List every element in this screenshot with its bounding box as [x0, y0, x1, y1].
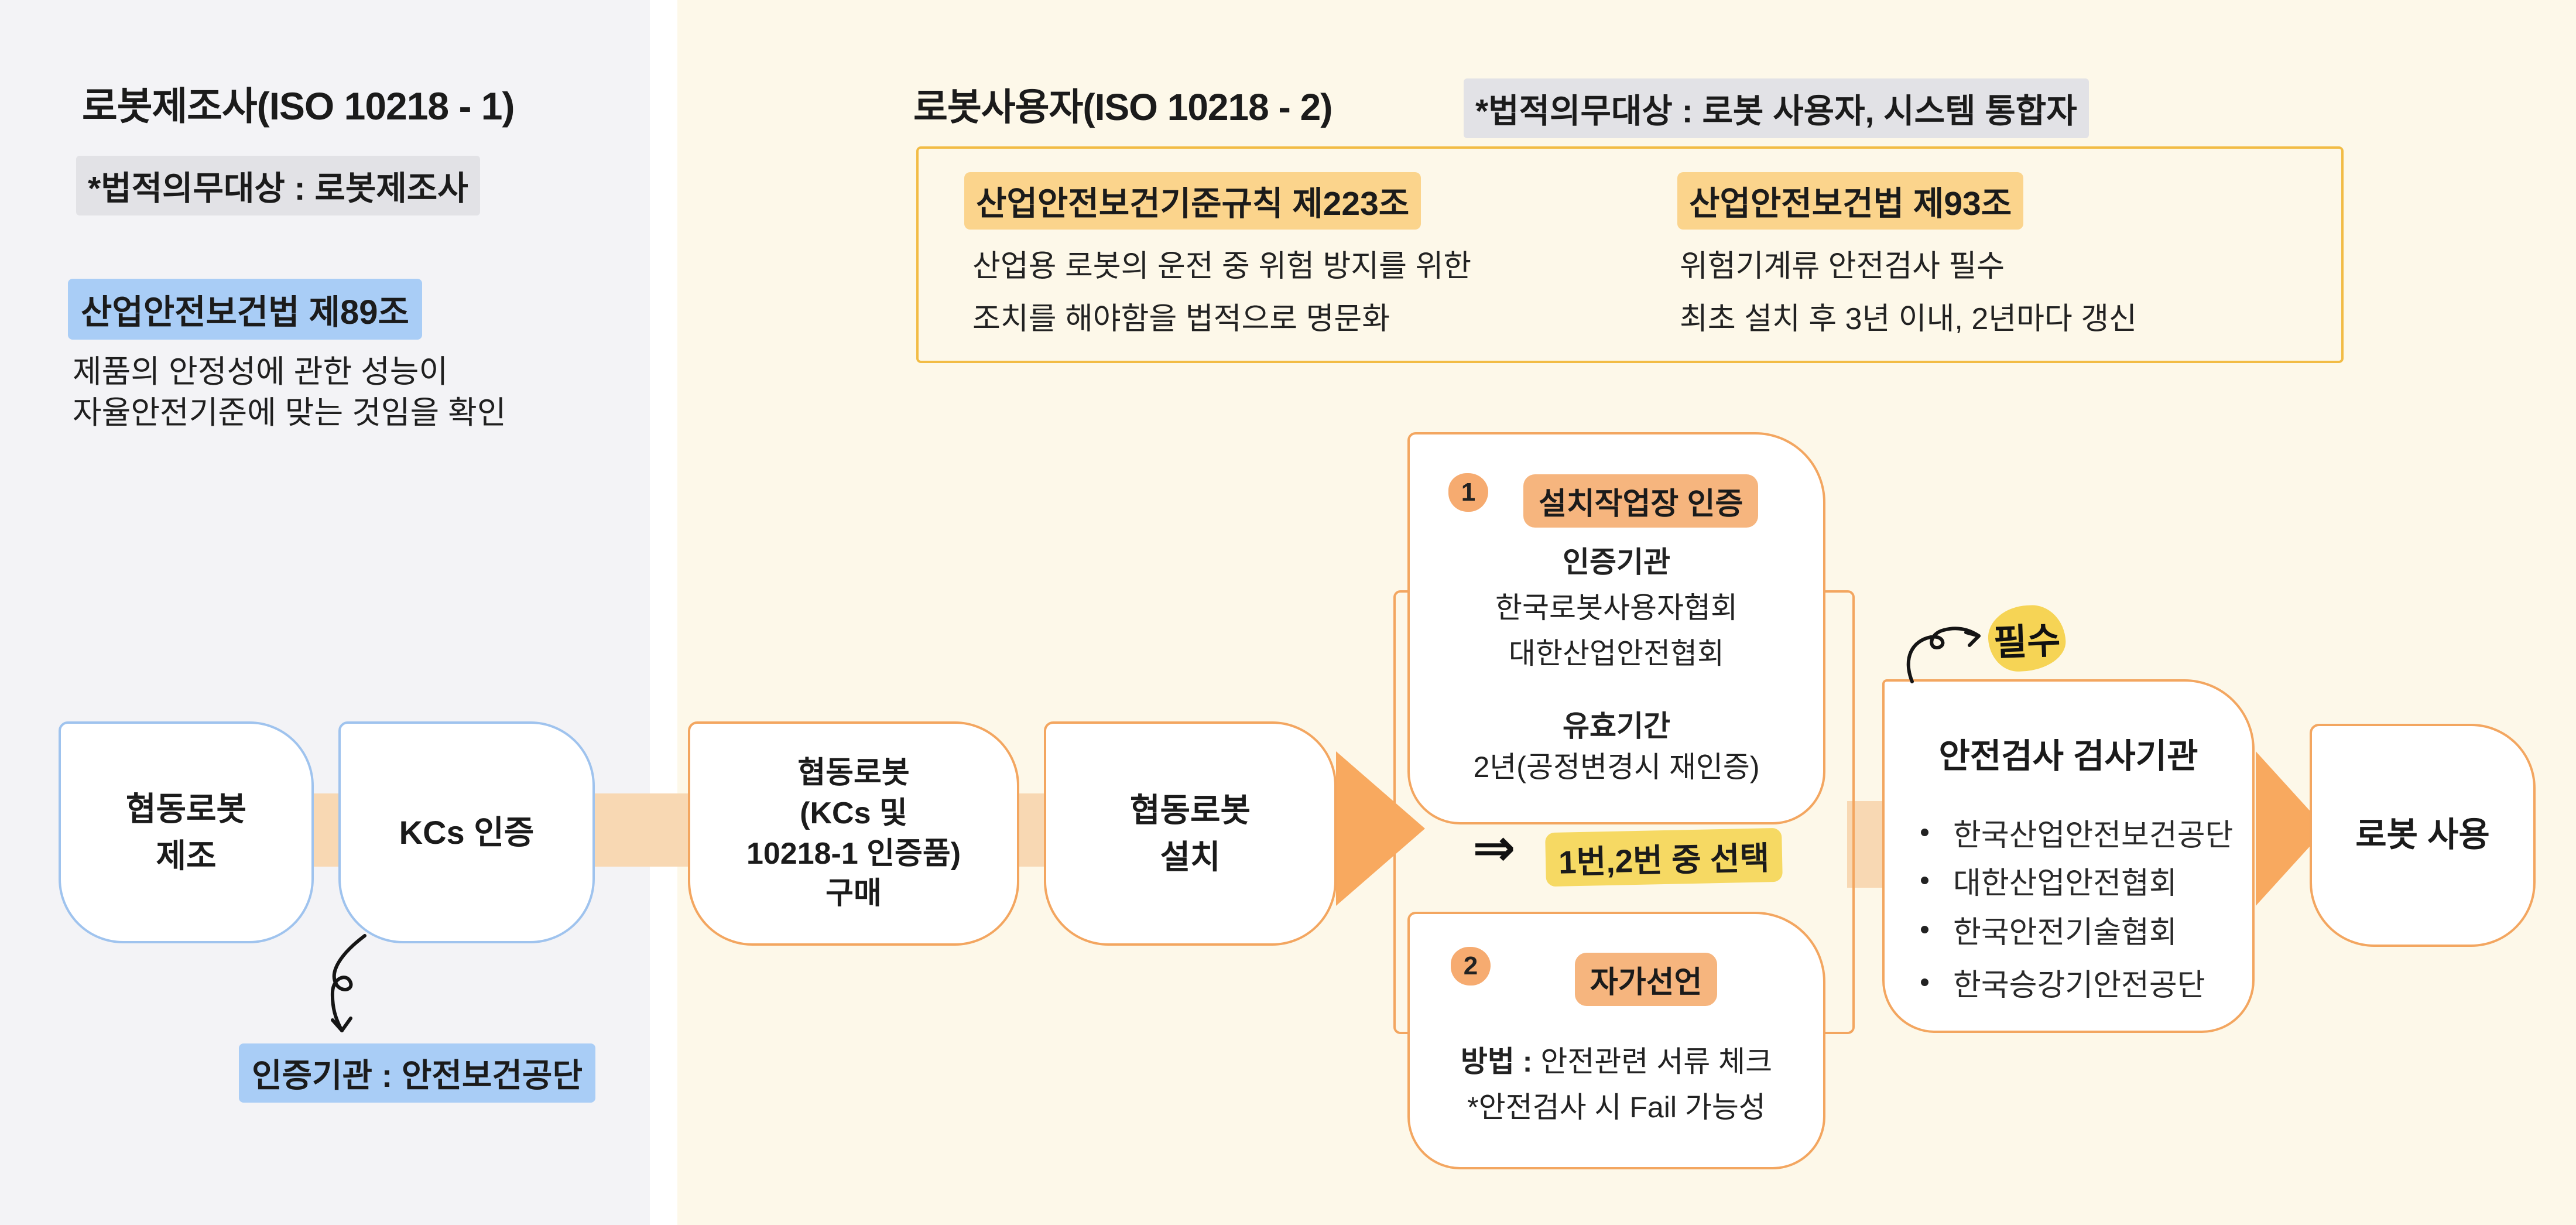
flow-box-manufacture: 협동로봇 제조: [59, 721, 314, 943]
inspection-org: 한국승강기안전공단: [1953, 969, 2205, 1002]
bullet-icon: [1921, 926, 1928, 933]
manufacturer-law-line2: 자율안전기준에 맞는 것임을 확인: [73, 395, 506, 430]
list-item: 한국산업안전보건공단: [1921, 810, 2233, 854]
inspection-title: 안전검사 검사기관: [1938, 737, 2198, 775]
inspection-org: 한국안전기술협회: [1953, 916, 2177, 950]
user-title: 로봇사용자(ISO 10218 - 2): [913, 86, 1332, 128]
law-93-line1: 위험기계류 안전검사 필수: [1680, 249, 2005, 283]
step2-warning: *안전검사 시 Fail 가능성: [1467, 1091, 1766, 1124]
step1-org1: 한국로봇사용자협회: [1495, 591, 1738, 624]
step1-org2: 대한산업안전협회: [1509, 637, 1724, 670]
step1-cert-label: 인증기관: [1563, 546, 1670, 579]
bullet-icon: [1921, 877, 1928, 884]
flow-box-purchase-label: 협동로봇 (KCs 및 10218-1 인증품) 구매: [746, 756, 961, 911]
step2-method: 안전관련 서류 체크: [1532, 1045, 1773, 1078]
step1-title: 설치작업장 인증: [1523, 474, 1759, 528]
law-223-line1: 산업용 로봇의 운전 중 위험 방지를 위한: [972, 249, 1472, 283]
step1-number: 1: [1461, 478, 1476, 507]
flow-box-install-label: 협동로봇 설치: [1129, 791, 1251, 875]
flow-box-use-label: 로봇 사용: [2355, 816, 2490, 854]
step2-box: 2 자가선언 방법 : 안전관련 서류 체크 *안전검사 시 Fail 가능성: [1407, 912, 1825, 1169]
bullet-icon: [1921, 829, 1928, 836]
manufacturer-law-title: 산업안전보건법 제89조: [68, 279, 422, 340]
curly-arrow-icon: [1906, 627, 1981, 683]
step2-number-badge: 2: [1451, 947, 1491, 986]
kcs-cert-note: 인증기관 : 안전보건공단: [239, 1043, 595, 1103]
step1-validity: 2년(공정변경시 재인증): [1473, 751, 1760, 783]
flow-box-install: 협동로봇 설치: [1044, 721, 1337, 946]
manufacturer-legal-subject: *법적의무대상 : 로봇제조사: [76, 156, 480, 215]
inspection-org: 한국산업안전보건공단: [1953, 819, 2234, 853]
list-item: 대한산업안전협회: [1921, 858, 2177, 902]
user-law-box: 산업안전보건기준규칙 제223조 산업용 로봇의 운전 중 위험 방지를 위한 …: [916, 146, 2344, 363]
flow-box-manufacture-label: 협동로봇 제조: [125, 790, 247, 874]
list-item: 한국승강기안전공단: [1921, 960, 2205, 1004]
choice-note: 1번,2번 중 선택: [1545, 827, 1783, 887]
step1-validity-label: 유효기간: [1563, 710, 1670, 742]
required-note: 필수: [1993, 621, 2061, 663]
curly-arrow-icon: [330, 934, 366, 1032]
double-arrow-icon: ⇒: [1472, 819, 1516, 877]
law-223-line2: 조치를 해야함을 법적으로 명문화: [972, 302, 1390, 336]
law-223-title: 산업안전보건기준규칙 제223조: [964, 172, 1421, 230]
flow-box-kcs: KCs 인증: [338, 721, 595, 943]
flow-box-kcs-label: KCs 인증: [399, 813, 535, 851]
list-item: 한국안전기술협회: [1921, 908, 2177, 952]
inspection-org: 대한산업안전협회: [1953, 867, 2177, 901]
flow-box-use: 로봇 사용: [2310, 724, 2536, 947]
step2-title: 자가선언: [1575, 953, 1718, 1006]
step2-number: 2: [1463, 952, 1478, 980]
step2-method-label: 방법 :: [1460, 1045, 1533, 1078]
manufacturer-law-line1: 제품의 안정성에 관한 성능이: [73, 354, 448, 389]
step1-number-badge: 1: [1448, 473, 1488, 512]
law-93-title: 산업안전보건법 제93조: [1677, 172, 2024, 230]
inspection-box: 안전검사 검사기관 한국산업안전보건공단 대한산업안전협회 한국안전기술협회 한…: [1882, 679, 2255, 1033]
step2-method-line: 방법 : 안전관련 서류 체크: [1410, 1038, 1823, 1080]
step1-box: 1 설치작업장 인증 인증기관 한국로봇사용자협회 대한산업안전협회 유효기간 …: [1407, 432, 1825, 824]
user-legal-subject: *법적의무대상 : 로봇 사용자, 시스템 통합자: [1464, 78, 2089, 138]
manufacturer-title: 로봇제조사(ISO 10218 - 1): [82, 84, 515, 128]
flow-box-purchase: 협동로봇 (KCs 및 10218-1 인증품) 구매: [688, 721, 1019, 946]
bullet-icon: [1921, 978, 1928, 986]
required-badge: 필수: [1986, 603, 2067, 673]
law-93-line2: 최초 설치 후 3년 이내, 2년마다 갱신: [1680, 302, 2137, 336]
